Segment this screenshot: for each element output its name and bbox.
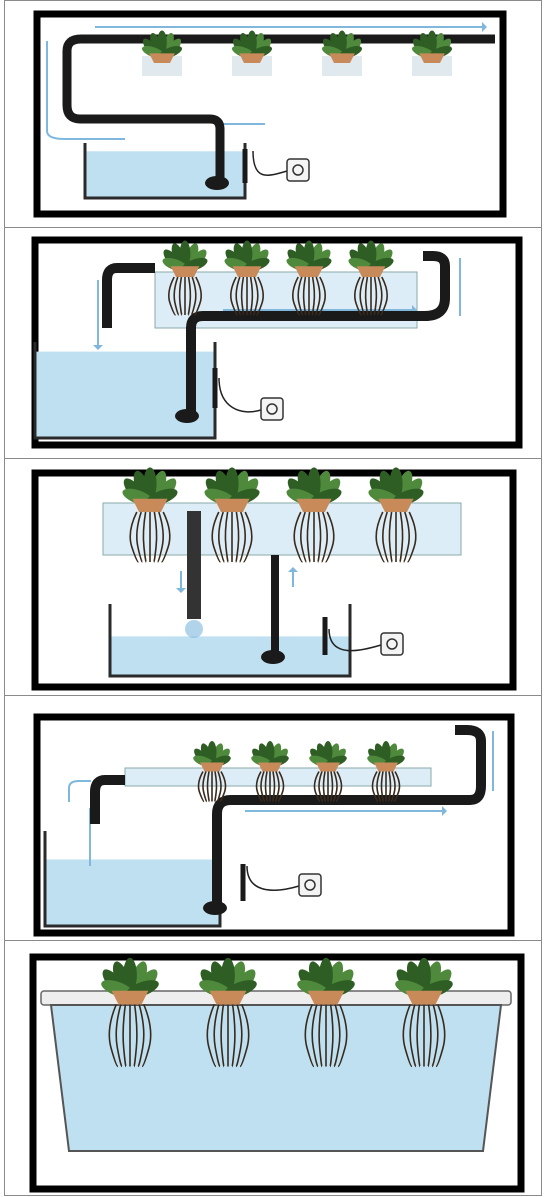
reservoir-icon [45,831,220,926]
deep-water-culture-system-diagram [5,941,543,1197]
pipe [95,780,125,824]
pump-body [203,901,227,915]
pump-icon [205,176,229,190]
flow-arrow-head [93,345,103,350]
flow-arrow-head [288,567,298,572]
pump-body [261,650,285,664]
power-outlet-icon [253,151,309,181]
pipe [107,268,155,328]
reservoir-water [45,860,220,927]
drip-system-diagram [5,1,543,229]
power-outlet-icon [247,866,321,896]
flow-arrow-head [442,806,447,816]
pump-body [175,409,199,423]
panel-deep-water-culture-system [4,940,542,1196]
nft-sloped-system-diagram [5,696,543,942]
power-cord [253,151,287,175]
panel-nft-sloped-system [4,695,542,941]
overflow-pipe [187,511,201,619]
outlet-plate [261,398,283,420]
flow-arrow-line [47,41,125,139]
flow-arrow-icon [47,41,125,139]
pump-body [205,176,229,190]
flow-arrow-line [69,781,91,802]
panel-nft-trough-system [4,227,542,459]
outlet-plate [299,874,321,896]
nft-trough-system-diagram [5,228,543,460]
pump-icon [203,901,227,915]
panel-ebb-and-flow-system [4,458,542,696]
pump-icon [261,650,285,664]
flow-arrow-icon [69,781,91,802]
outlet-plate [287,159,309,181]
flow-arrow-head [482,22,487,32]
power-cord [247,866,299,890]
power-cord [219,378,261,412]
ebb-and-flow-system-diagram [5,459,543,697]
flow-arrow-head [176,588,186,593]
reservoir-icon [110,604,350,676]
drain-water [185,620,203,638]
outlet-plate [381,633,403,655]
power-outlet-icon [219,378,283,420]
dwc-tank [51,1005,501,1151]
reservoir-water [110,636,350,676]
panel-drip-system [4,0,542,228]
pump-icon [175,409,199,423]
